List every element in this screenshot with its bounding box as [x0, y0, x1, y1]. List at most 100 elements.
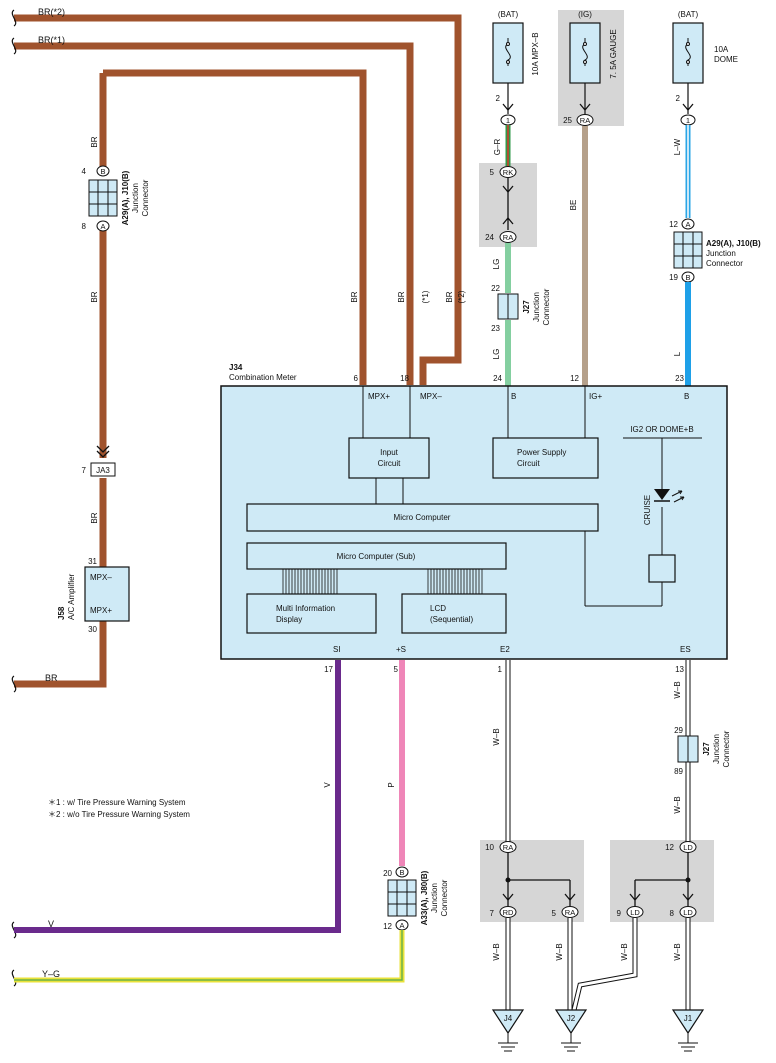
svg-text:RD: RD — [503, 908, 514, 917]
br-wire-label-3: BR — [90, 512, 99, 523]
svg-text:LD: LD — [683, 843, 693, 852]
note2-label: (*2) — [457, 290, 466, 303]
v-wire-label: V — [323, 782, 332, 788]
svg-text:20: 20 — [383, 869, 392, 878]
fuse-dome: (BAT) 10A DOME 2 1 — [672, 10, 738, 126]
svg-text:Connector: Connector — [722, 730, 731, 767]
br-mpx-plus-wire — [103, 69, 367, 385]
wb-label-j1: W–B — [673, 943, 682, 960]
multi-information-display-block: Multi Information Display — [246, 593, 377, 634]
fuse-mpx-b: (BAT) 10A MPX–B 2 1 — [492, 10, 540, 126]
br2-label: BR(*2) — [38, 7, 65, 17]
rk-connector: 5 RK 24 RA — [485, 166, 517, 243]
svg-text:2: 2 — [676, 94, 681, 103]
svg-text:19: 19 — [669, 273, 678, 282]
wb-label-j2: W–B — [555, 943, 564, 960]
svg-text:Junction: Junction — [706, 249, 736, 258]
br-amplifier-wire — [14, 73, 107, 688]
junction-connector-a29-right: 12 A 19 B A29(A), J10(B) Junction Connec… — [669, 218, 761, 283]
svg-text:23: 23 — [491, 324, 500, 333]
br-bottom-label: BR — [45, 673, 58, 683]
ground-group-right: 12 LD 9 LD 8 LD — [617, 841, 697, 918]
svg-text:Connector: Connector — [706, 259, 743, 268]
svg-text:A: A — [100, 222, 105, 231]
br1-label: BR(*1) — [38, 35, 65, 45]
svg-text:30: 30 — [88, 625, 97, 634]
micro-computer-block: Micro Computer — [246, 503, 599, 532]
svg-text:Junction: Junction — [131, 183, 140, 213]
lg-wire-label-1: LG — [492, 259, 501, 270]
wb-label-j4: W–B — [492, 943, 501, 960]
svg-text:LCD: LCD — [430, 604, 446, 613]
meter-term-mpx-minus: MPX– — [420, 392, 442, 401]
meter-id: J34 — [229, 363, 243, 372]
ground-j1-icon: J1 — [671, 1009, 705, 1052]
svg-text:31: 31 — [88, 557, 97, 566]
svg-text:JA3: JA3 — [96, 466, 110, 475]
svg-text:22: 22 — [491, 284, 500, 293]
micro-computer-sub-block: Micro Computer (Sub) — [246, 542, 507, 570]
svg-text:MPX+: MPX+ — [90, 606, 112, 615]
svg-text:RA: RA — [503, 843, 513, 852]
svg-text:Junction: Junction — [532, 292, 541, 322]
p-wire-label: P — [387, 782, 396, 787]
yg-wire — [14, 930, 405, 983]
break-marks — [11, 9, 17, 987]
svg-text:(Sequential): (Sequential) — [430, 615, 473, 624]
svg-text:25: 25 — [563, 116, 572, 125]
svg-text:5: 5 — [552, 909, 557, 918]
svg-text:Circuit: Circuit — [517, 459, 540, 468]
br1-wire — [14, 42, 414, 385]
br-wire-label-1: BR — [90, 136, 99, 147]
meter-term-e2: E2 — [500, 645, 510, 654]
svg-text:89: 89 — [674, 767, 683, 776]
ground-j2-icon: J2 — [554, 1009, 588, 1052]
junction-connector-j27-bottom: 29 89 J27 Junction Connector — [674, 726, 731, 776]
be-wire-label: BE — [569, 200, 578, 211]
svg-text:(BAT): (BAT) — [678, 10, 699, 19]
svg-text:B: B — [399, 868, 404, 877]
meter-name: Combination Meter — [229, 373, 297, 382]
svg-text:J27: J27 — [522, 300, 531, 314]
svg-text:A29(A), J10(B): A29(A), J10(B) — [706, 239, 761, 248]
svg-text:5: 5 — [490, 168, 495, 177]
svg-text:RA: RA — [580, 116, 590, 125]
br-wire-label-4: BR — [350, 291, 359, 302]
l-wire-label: L — [673, 351, 682, 356]
meter-pin-6: 6 — [354, 374, 359, 383]
ja3-connector: JA3 7 — [82, 445, 116, 477]
meter-term-b1: B — [511, 392, 516, 401]
meter-term-s: +S — [396, 645, 406, 654]
svg-text:Micro Computer (Sub): Micro Computer (Sub) — [337, 552, 416, 561]
junction-connector-j27-top: 22 23 J27 Junction Connector — [491, 284, 551, 333]
svg-text:RK: RK — [503, 168, 513, 177]
lw-wire-label: L–W — [673, 138, 682, 155]
meter-pin-5: 5 — [394, 665, 399, 674]
meter-pin-17: 17 — [324, 665, 333, 674]
svg-text:Display: Display — [276, 615, 302, 624]
svg-text:Connector: Connector — [141, 179, 150, 216]
junction-connector-a33: 20 B 12 A A33(A), J80(B) Junction Connec… — [383, 866, 449, 931]
meter-term-b2: B — [684, 392, 689, 401]
fuse-gauge: (IG) 7. 5A GAUGE 25 RA — [563, 10, 618, 126]
svg-text:Multi Information: Multi Information — [276, 604, 335, 613]
power-supply-block: Power Supply Circuit — [492, 437, 599, 479]
svg-text:Micro Computer: Micro Computer — [394, 513, 451, 522]
svg-text:10A: 10A — [714, 45, 729, 54]
svg-text:7: 7 — [82, 466, 87, 475]
meter-pin-18: 18 — [400, 374, 409, 383]
svg-text:10A MPX–B: 10A MPX–B — [531, 32, 540, 75]
svg-text:(IG): (IG) — [578, 10, 592, 19]
meter-pin-13: 13 — [675, 665, 684, 674]
meter-term-mpx-plus: MPX+ — [368, 392, 390, 401]
svg-text:J27: J27 — [702, 742, 711, 756]
svg-text:Connector: Connector — [440, 879, 449, 916]
svg-text:LD: LD — [630, 908, 640, 917]
svg-text:A29(A), J10(B): A29(A), J10(B) — [121, 170, 130, 225]
meter-term-si: SI — [333, 645, 341, 654]
svg-text:J2: J2 — [567, 1014, 576, 1023]
note-1: ＊1 : w/ Tire Pressure Warning System — [48, 798, 186, 807]
note-2: ＊2 : w/o Tire Pressure Warning System — [48, 810, 190, 819]
yg-bottom-label: Y–G — [42, 969, 60, 979]
